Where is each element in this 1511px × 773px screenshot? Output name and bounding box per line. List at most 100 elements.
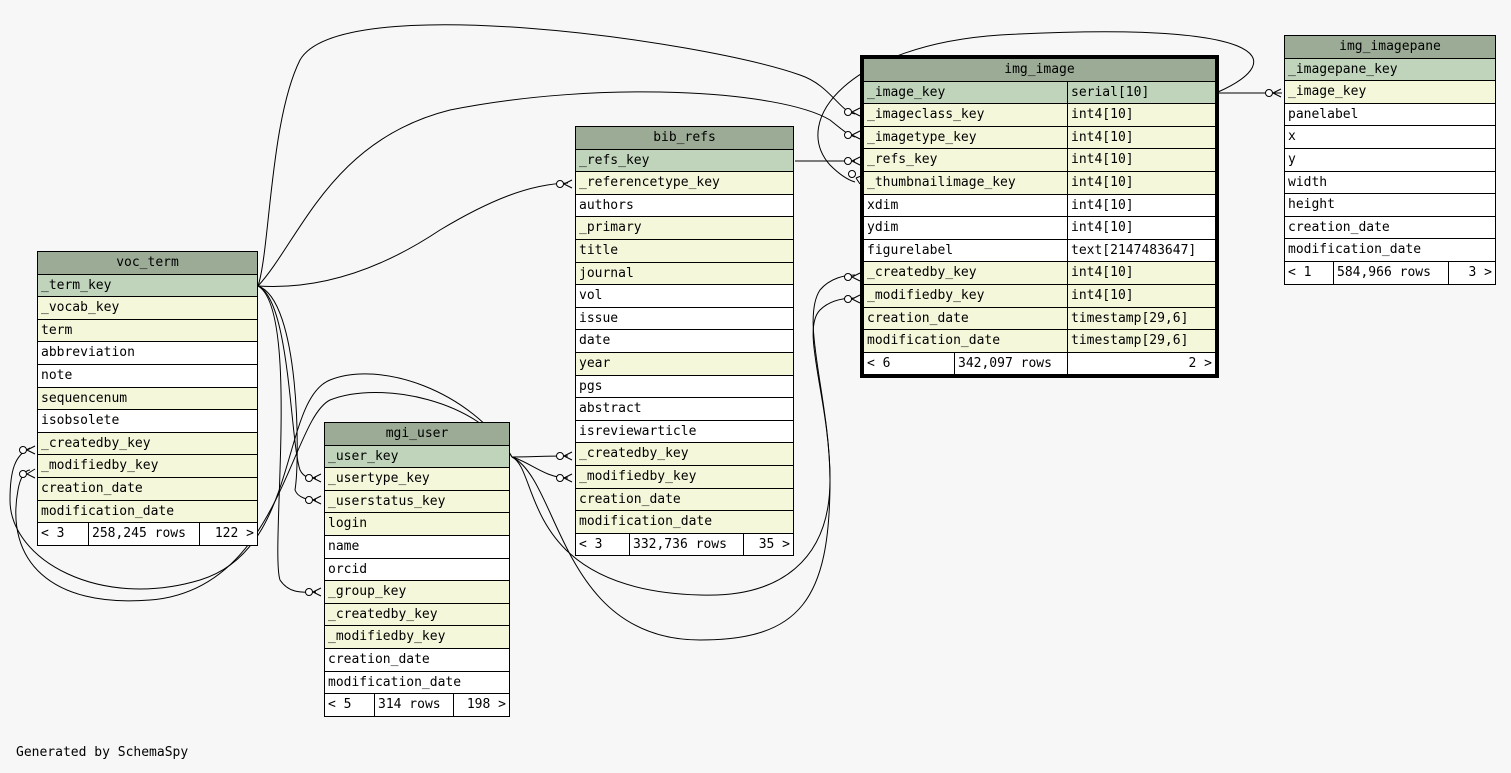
column-row[interactable]: vol xyxy=(575,284,794,308)
column-name: _imagepane_key xyxy=(1284,57,1496,82)
column-row[interactable]: pgs xyxy=(575,374,794,399)
column-type: text[2147483647] xyxy=(1067,238,1216,263)
relationship-end-marker xyxy=(19,446,27,454)
column-row[interactable]: modification_date xyxy=(324,670,510,695)
relationship-end-marker xyxy=(844,131,852,139)
column-row[interactable]: issue xyxy=(575,306,794,331)
column-row[interactable]: title xyxy=(575,238,794,263)
column-row[interactable]: _referencetype_key xyxy=(575,171,794,195)
column-row[interactable]: isreviewarticle xyxy=(575,419,794,444)
parent-count-link[interactable]: < 1 xyxy=(1284,260,1334,285)
column-row[interactable]: authors xyxy=(575,193,794,218)
child-count-link[interactable]: 3 > xyxy=(1448,260,1496,285)
column-row[interactable]: modification_date xyxy=(575,510,794,534)
column-type: timestamp[29,6] xyxy=(1067,306,1216,331)
column-row[interactable]: panelabel xyxy=(1284,102,1496,127)
relationship-end-marker xyxy=(556,180,564,188)
table-mgi-user[interactable]: mgi_user_user_key_usertype_key_userstatu… xyxy=(324,422,510,717)
column-row[interactable]: y xyxy=(1284,147,1496,172)
column-row[interactable]: sequencenum xyxy=(37,386,258,411)
column-row[interactable]: _createdby_key xyxy=(575,442,794,466)
column-row[interactable]: _term_key xyxy=(37,273,258,298)
child-count-link[interactable]: 198 > xyxy=(453,693,510,717)
child-count-link[interactable]: 35 > xyxy=(743,532,794,557)
column-row[interactable]: creation_date xyxy=(324,647,510,672)
column-name: vol xyxy=(575,284,794,308)
column-row[interactable]: isobsolete xyxy=(37,409,258,433)
relationship-line xyxy=(511,455,569,458)
column-row[interactable]: _modifiedby_key xyxy=(324,625,510,649)
child-count-link[interactable]: 2 > xyxy=(1067,351,1216,376)
column-row[interactable]: _group_key xyxy=(324,580,510,604)
column-row[interactable]: _primary xyxy=(575,216,794,240)
relationship-end-marker xyxy=(844,108,852,116)
column-row[interactable]: width xyxy=(1284,170,1496,195)
column-type: int4[10] xyxy=(1067,148,1216,172)
column-name: term xyxy=(37,318,258,343)
column-row[interactable]: creation_date xyxy=(1284,215,1496,240)
parent-count-link[interactable]: < 3 xyxy=(37,522,89,546)
column-row[interactable]: journal xyxy=(575,261,794,286)
column-row[interactable]: _vocab_key xyxy=(37,296,258,320)
column-row[interactable]: _userstatus_key xyxy=(324,489,510,514)
column-row[interactable]: height xyxy=(1284,193,1496,217)
column-row[interactable]: name xyxy=(324,534,510,559)
column-row[interactable]: x xyxy=(1284,125,1496,149)
column-row[interactable]: date xyxy=(575,329,794,353)
column-row[interactable]: year xyxy=(575,351,794,376)
table-title[interactable]: img_imagepane xyxy=(1284,35,1496,59)
parent-count-link[interactable]: < 5 xyxy=(324,693,375,717)
column-name: _createdby_key xyxy=(575,442,794,466)
column-name: _createdby_key xyxy=(863,261,1068,285)
table-title[interactable]: bib_refs xyxy=(575,126,794,150)
column-row[interactable]: _createdby_key xyxy=(324,602,510,627)
column-row[interactable]: _user_key xyxy=(324,444,510,469)
column-row[interactable]: login xyxy=(324,512,510,536)
parent-count-link[interactable]: < 6 xyxy=(863,351,955,376)
column-row[interactable]: orcid xyxy=(324,557,510,582)
column-name: figurelabel xyxy=(863,238,1068,263)
column-row[interactable]: _usertype_key xyxy=(324,467,510,491)
table-title[interactable]: mgi_user xyxy=(324,422,510,446)
column-row[interactable]: abbreviation xyxy=(37,341,258,365)
relationship-end-marker xyxy=(1265,89,1273,97)
column-row[interactable]: note xyxy=(37,363,258,388)
row-count: 342,097 rows xyxy=(954,351,1068,376)
column-row[interactable]: term xyxy=(37,318,258,343)
table-title[interactable]: voc_term xyxy=(37,251,258,275)
column-row[interactable]: modification_date xyxy=(37,499,258,524)
column-type: int4[10] xyxy=(1067,193,1216,218)
column-row[interactable]: _createdby_key xyxy=(37,431,258,456)
child-count-link[interactable]: 122 > xyxy=(199,522,258,546)
parent-count-link[interactable]: < 3 xyxy=(575,532,630,557)
column-row[interactable]: _imagepane_key xyxy=(1284,57,1496,82)
column-row[interactable]: _refs_key xyxy=(575,148,794,173)
table-title[interactable]: img_image xyxy=(863,58,1216,82)
column-name: creation_date xyxy=(324,647,510,672)
column-row[interactable]: abstract xyxy=(575,397,794,421)
column-row[interactable]: _image_key xyxy=(1284,80,1496,104)
column-row[interactable]: creation_date xyxy=(575,487,794,512)
column-row[interactable]: _modifiedby_key xyxy=(575,464,794,489)
relationship-end-marker xyxy=(305,588,313,596)
row-count: 332,736 rows xyxy=(629,532,744,557)
column-row[interactable]: creation_date xyxy=(37,476,258,501)
column-row[interactable]: modification_date xyxy=(1284,238,1496,262)
column-row[interactable]: _modifiedby_key xyxy=(37,454,258,478)
